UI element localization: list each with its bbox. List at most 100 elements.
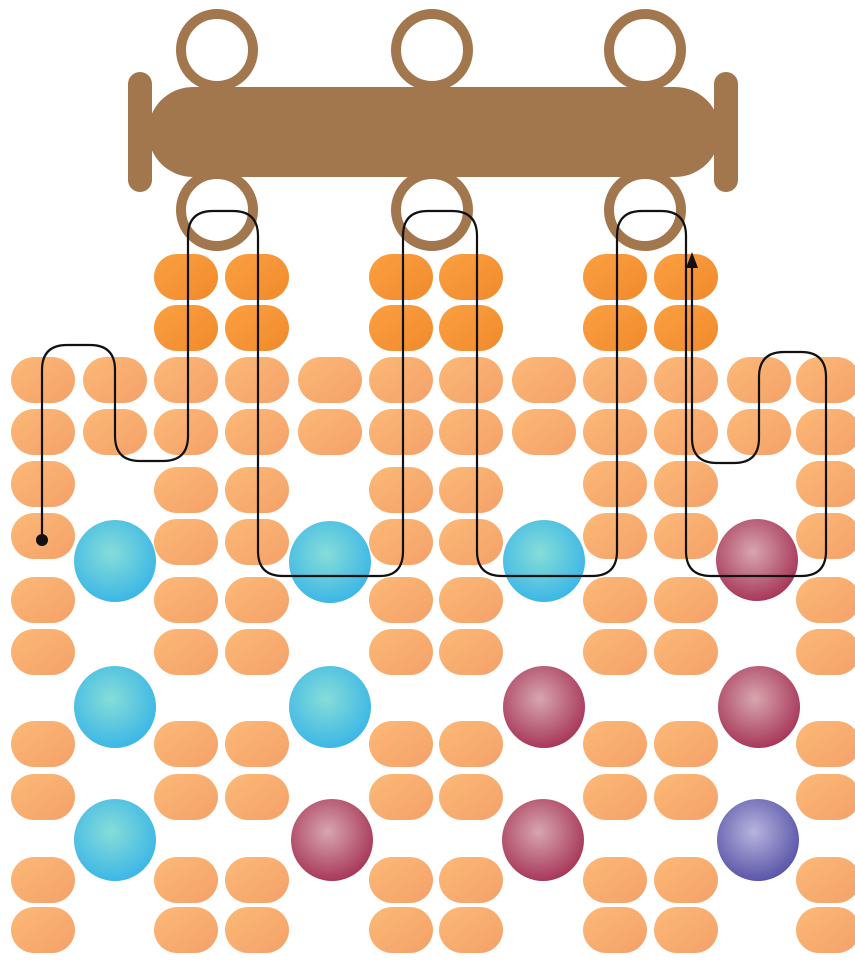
seed-bead-light	[439, 629, 503, 675]
seed-bead-light	[11, 857, 75, 903]
seed-bead-light	[369, 857, 433, 903]
clasp	[128, 9, 738, 251]
clasp-end-cap-left	[128, 72, 152, 192]
seed-bead-light	[796, 721, 855, 767]
seed-bead-light	[583, 629, 647, 675]
seed-bead-dark	[439, 254, 503, 300]
seed-bead-light	[154, 721, 218, 767]
seed-bead-light	[439, 907, 503, 953]
seed-bead-light	[225, 577, 289, 623]
seed-bead-light	[369, 907, 433, 953]
pearl-blue	[289, 666, 371, 748]
seed-bead-light	[225, 721, 289, 767]
seed-bead-light	[369, 467, 433, 513]
seed-bead-light	[439, 467, 503, 513]
seed-bead-light	[583, 513, 647, 559]
pearl-red	[502, 799, 584, 881]
pearl-purple	[717, 799, 799, 881]
pearl-blue	[74, 799, 156, 881]
seed-bead-light	[154, 519, 218, 565]
thread-arrow-head	[686, 252, 698, 268]
seed-bead-light	[654, 577, 718, 623]
seed-bead-light	[11, 774, 75, 820]
clasp-bar	[148, 87, 720, 177]
seed-bead-light	[11, 721, 75, 767]
seed-bead-dark	[369, 254, 433, 300]
seed-bead-light	[11, 577, 75, 623]
pearl-blue	[289, 521, 371, 603]
seed-bead-light	[654, 629, 718, 675]
seed-bead-light	[369, 409, 433, 455]
pearl-blue	[503, 520, 585, 602]
seed-bead-light	[583, 409, 647, 455]
seed-bead-light	[369, 357, 433, 403]
seed-bead-light	[654, 857, 718, 903]
seed-bead-light	[154, 629, 218, 675]
seed-bead-light	[439, 774, 503, 820]
seed-bead-light	[154, 907, 218, 953]
seed-bead-light	[796, 774, 855, 820]
seed-bead-light	[369, 721, 433, 767]
seed-bead-light	[512, 409, 576, 455]
seed-bead-light	[11, 629, 75, 675]
seed-bead-light	[154, 577, 218, 623]
thread-start-dot	[36, 534, 48, 546]
seed-bead-light	[583, 907, 647, 953]
thread-path	[40, 209, 828, 578]
seed-bead-light	[583, 461, 647, 507]
seed-bead-dark	[369, 305, 433, 351]
pearl-grid	[74, 519, 800, 881]
seed-bead-light	[654, 774, 718, 820]
seed-bead-light	[298, 409, 362, 455]
pearl-blue	[74, 520, 156, 602]
bead-grid	[11, 254, 855, 953]
seed-bead-light	[154, 409, 218, 455]
clasp-loop-top-1	[176, 9, 258, 91]
seed-bead-light	[583, 774, 647, 820]
seed-bead-light	[154, 774, 218, 820]
seed-bead-light	[225, 629, 289, 675]
seed-bead-light	[369, 519, 433, 565]
seed-bead-light	[796, 629, 855, 675]
seed-bead-light	[11, 907, 75, 953]
seed-bead-dark	[154, 305, 218, 351]
seed-bead-light	[439, 409, 503, 455]
seed-bead-light	[796, 907, 855, 953]
seed-bead-light	[369, 577, 433, 623]
seed-bead-light	[583, 357, 647, 403]
seed-bead-light	[439, 721, 503, 767]
seed-bead-dark	[583, 254, 647, 300]
seed-bead-light	[154, 467, 218, 513]
seed-bead-light	[796, 577, 855, 623]
clasp-loop-top-3	[604, 9, 686, 91]
pearl-red	[291, 799, 373, 881]
seed-bead-light	[654, 907, 718, 953]
seed-bead-light	[583, 721, 647, 767]
seed-bead-light	[512, 357, 576, 403]
seed-bead-light	[654, 721, 718, 767]
pearl-red	[716, 519, 798, 601]
seed-bead-light	[583, 857, 647, 903]
seed-bead-light	[439, 857, 503, 903]
seed-bead-dark	[439, 305, 503, 351]
seed-bead-dark	[154, 254, 218, 300]
seed-bead-light	[225, 907, 289, 953]
seed-bead-light	[225, 774, 289, 820]
seed-bead-light	[583, 577, 647, 623]
clasp-end-cap-right	[714, 72, 738, 192]
seed-bead-light	[369, 774, 433, 820]
seed-bead-light	[439, 357, 503, 403]
seed-bead-light	[439, 519, 503, 565]
pearl-red	[718, 666, 800, 748]
seed-bead-light	[439, 577, 503, 623]
clasp-loop-top-2	[391, 9, 473, 91]
seed-bead-light	[796, 857, 855, 903]
seed-bead-dark	[583, 305, 647, 351]
seed-bead-light	[154, 357, 218, 403]
seed-bead-light	[225, 857, 289, 903]
seed-bead-light	[154, 857, 218, 903]
pearl-blue	[74, 666, 156, 748]
seed-bead-light	[369, 629, 433, 675]
